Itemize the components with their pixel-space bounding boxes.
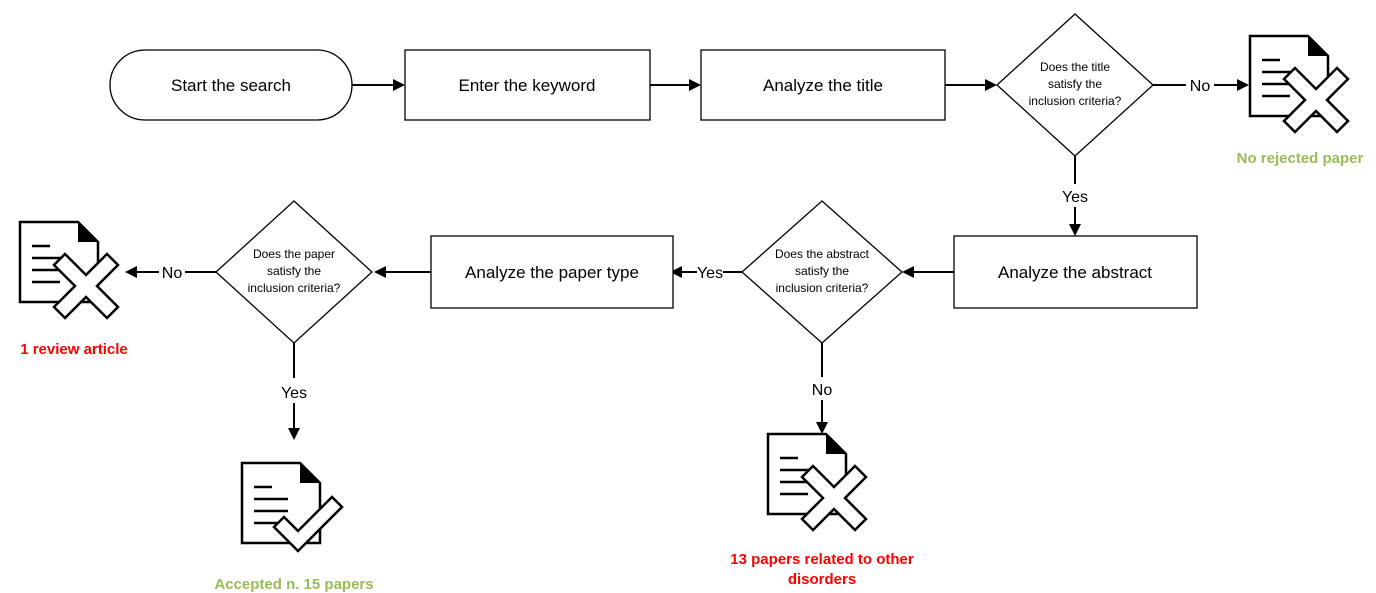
arrowhead xyxy=(816,422,828,434)
document-cross-icon xyxy=(766,432,868,532)
document-cross-icon xyxy=(1248,34,1350,134)
start-label: Start the search xyxy=(171,76,291,95)
analyze-abstract-node: Analyze the abstract xyxy=(953,235,1198,309)
analyze-title-node: Analyze the title xyxy=(700,49,946,121)
decision-abstract-node: Does the abstract satisfy the inclusion … xyxy=(741,200,903,344)
decision-title-line-2: satisfy the xyxy=(1048,77,1102,91)
decision-title-line-1: Does the title xyxy=(1040,60,1110,74)
start-node: Start the search xyxy=(109,49,353,121)
arrowhead xyxy=(985,79,997,91)
analyze-title-label: Analyze the title xyxy=(763,76,883,95)
decision-abstract-line-2: satisfy the xyxy=(795,264,849,278)
outcome-title-rejected: No rejected paper xyxy=(1237,150,1364,167)
decision-paper-node: Does the paper satisfy the inclusion cri… xyxy=(215,200,373,344)
arrowhead xyxy=(374,266,386,278)
arrowhead xyxy=(125,266,137,278)
connectors xyxy=(125,79,1249,440)
document-check-icon xyxy=(240,461,344,553)
arrowhead xyxy=(393,79,405,91)
analyze-paper-type-label: Analyze the paper type xyxy=(465,263,639,282)
decision-paper-line-1: Does the paper xyxy=(253,247,335,261)
enter-keyword-label: Enter the keyword xyxy=(458,76,595,95)
edge-label-abstract-no: No xyxy=(812,382,833,399)
outcome-abstract-rejected-line-2: disorders xyxy=(788,571,856,588)
document-cross-icon xyxy=(18,220,120,320)
arrowhead xyxy=(689,79,701,91)
arrowhead xyxy=(670,266,682,278)
analyze-abstract-label: Analyze the abstract xyxy=(998,263,1152,282)
decision-paper-line-2: satisfy the xyxy=(267,264,321,278)
outcome-review-rejected: 1 review article xyxy=(20,341,128,358)
decision-paper-line-3: inclusion criteria? xyxy=(248,281,341,295)
edge-label-title-yes: Yes xyxy=(1062,189,1088,206)
arrowhead xyxy=(1237,79,1249,91)
edge-label-abstract-yes: Yes xyxy=(697,265,723,282)
analyze-paper-type-node: Analyze the paper type xyxy=(430,235,674,309)
edge-label-title-no: No xyxy=(1190,78,1211,95)
decision-abstract-line-3: inclusion criteria? xyxy=(776,281,869,295)
decision-title-node: Does the title satisfy the inclusion cri… xyxy=(996,13,1154,157)
decision-title-line-3: inclusion criteria? xyxy=(1029,94,1122,108)
arrowhead xyxy=(902,266,914,278)
outcome-accepted: Accepted n. 15 papers xyxy=(214,576,373,593)
enter-keyword-node: Enter the keyword xyxy=(404,49,651,121)
edge-label-paper-yes: Yes xyxy=(281,385,307,402)
arrowhead xyxy=(288,428,300,440)
outcome-abstract-rejected-line-1: 13 papers related to other xyxy=(730,551,914,568)
arrowhead xyxy=(1069,224,1081,236)
edge-label-paper-no: No xyxy=(162,265,183,282)
decision-abstract-line-1: Does the abstract xyxy=(775,247,870,261)
